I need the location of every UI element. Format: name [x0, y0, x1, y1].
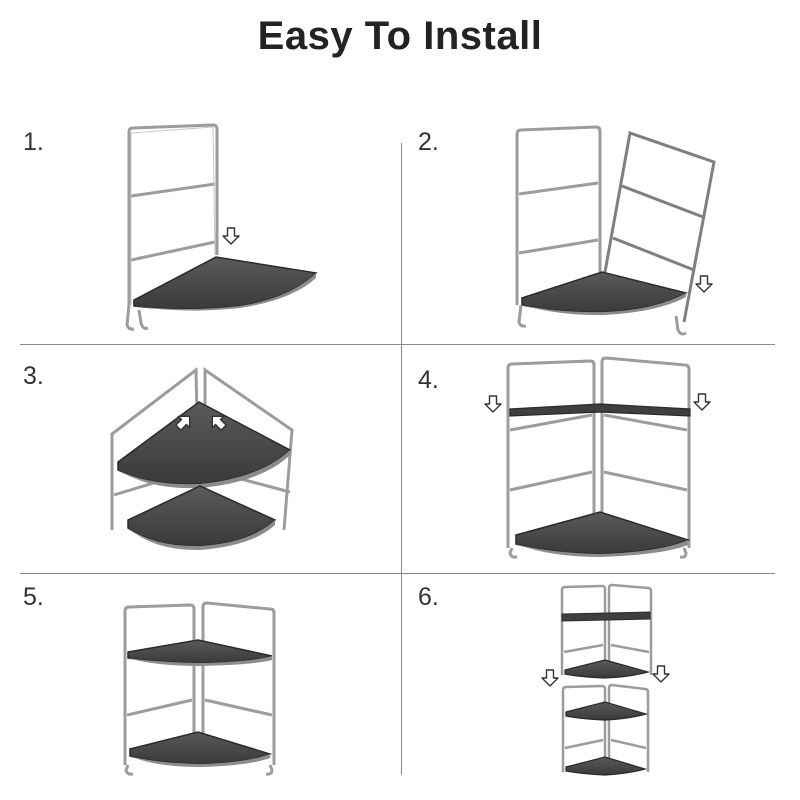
step-1-illustration	[125, 123, 318, 331]
step-2-down-arrow-icon	[695, 275, 713, 293]
step-4-right-down-arrow-icon	[693, 393, 711, 411]
step-4-left-down-arrow-icon	[484, 395, 502, 413]
step-6-illustration	[541, 583, 670, 776]
step-6-right-down-arrow-icon	[652, 665, 670, 683]
step-number-4: 4.	[418, 366, 439, 394]
step-number-5: 5.	[23, 583, 44, 611]
step-number-6: 6.	[418, 583, 439, 611]
divider-row-2	[20, 573, 775, 574]
step-number-2: 2.	[418, 128, 439, 156]
divider-column	[401, 143, 402, 775]
step-6-left-down-arrow-icon	[541, 669, 559, 687]
page-title: Easy To Install	[257, 14, 543, 58]
step-number-1: 1.	[23, 128, 44, 156]
step-4-illustration	[484, 356, 711, 559]
step-5-illustration	[123, 601, 276, 776]
divider-row-1	[20, 344, 775, 345]
step-3-right-arrow-icon	[211, 415, 227, 431]
step-1-down-arrow-icon	[222, 227, 240, 245]
step-3-illustration	[110, 367, 294, 551]
step-number-3: 3.	[23, 362, 44, 390]
step-3-left-arrow-icon	[175, 415, 191, 431]
step-2-illustration	[515, 125, 716, 336]
